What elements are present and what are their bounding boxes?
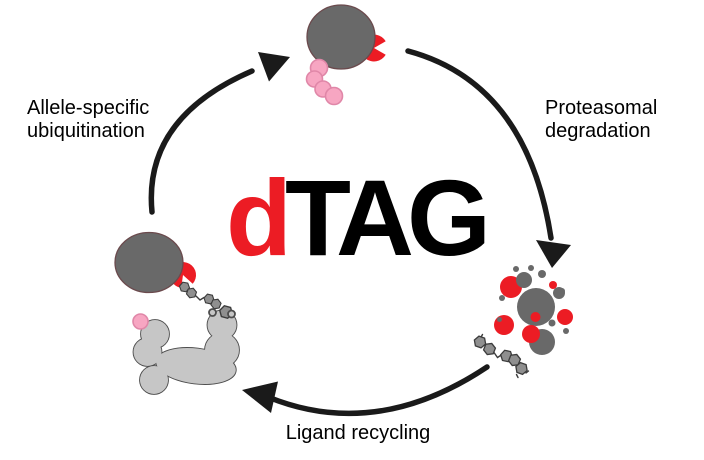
free-ligand-molecule-icon: [471, 333, 530, 379]
fragment-circle: [557, 309, 573, 325]
ligand-bond: [515, 373, 519, 379]
fragment-circle: [517, 288, 555, 326]
fragment-circle: [538, 270, 546, 278]
ligase-pocket-prong: [227, 309, 236, 319]
fragment-circle: [563, 328, 569, 334]
label-allele-specific-ubiquitination: Allele-specific ubiquitination: [27, 97, 150, 142]
arrow-degradation-head: [536, 240, 571, 268]
arrow-recycling: [242, 364, 490, 417]
ligand-bond: [195, 295, 205, 301]
fragment-circle: [528, 265, 534, 271]
fragment-circle: [553, 287, 565, 299]
dtag-title: dTAG: [205, 164, 505, 272]
arrow-recycling-stem: [265, 364, 490, 417]
e3-ligase-blob: [132, 309, 240, 395]
arrow-ubiquitination: [148, 52, 290, 215]
fragment-circle: [497, 317, 502, 322]
ubiquitin-circle: [324, 86, 344, 106]
fragment-circle: [513, 266, 519, 272]
dtag-title-tag: TAG: [285, 157, 491, 278]
arrow-recycling-head: [242, 381, 278, 413]
ubiquitin-chain-icon: [305, 58, 344, 106]
ligand-bond: [525, 370, 530, 374]
label-proteasomal-degradation: Proteasomal degradation: [545, 97, 658, 142]
arrow-ubiquitination-stem: [148, 68, 255, 215]
fragment-circle: [548, 319, 556, 327]
degraded-protein-fragments-icon: [494, 265, 573, 355]
fragment-circle: [530, 312, 541, 322]
arrow-degradation: [405, 48, 571, 268]
dtag-title-d: d: [226, 157, 292, 278]
ubiquitinated-tagged-protein-icon: [305, 4, 386, 106]
arrow-ubiquitination-head: [258, 52, 290, 82]
arrow-degradation-stem: [405, 48, 554, 241]
target-protein-icon: [114, 231, 184, 294]
ligase-pocket-prong: [208, 308, 217, 317]
fragment-circle: [516, 272, 532, 288]
fragment-circle: [494, 315, 514, 335]
ubiquitin-circle: [132, 313, 149, 330]
fragment-circle: [549, 281, 557, 289]
ligand-linker-icon: [178, 281, 223, 310]
label-ligand-recycling: Ligand recycling: [285, 422, 431, 444]
ternary-complex-e3-ligase-icon: [114, 231, 240, 395]
fragment-circle: [522, 325, 540, 343]
fragment-circle: [499, 295, 505, 301]
target-protein-icon: [306, 4, 376, 70]
